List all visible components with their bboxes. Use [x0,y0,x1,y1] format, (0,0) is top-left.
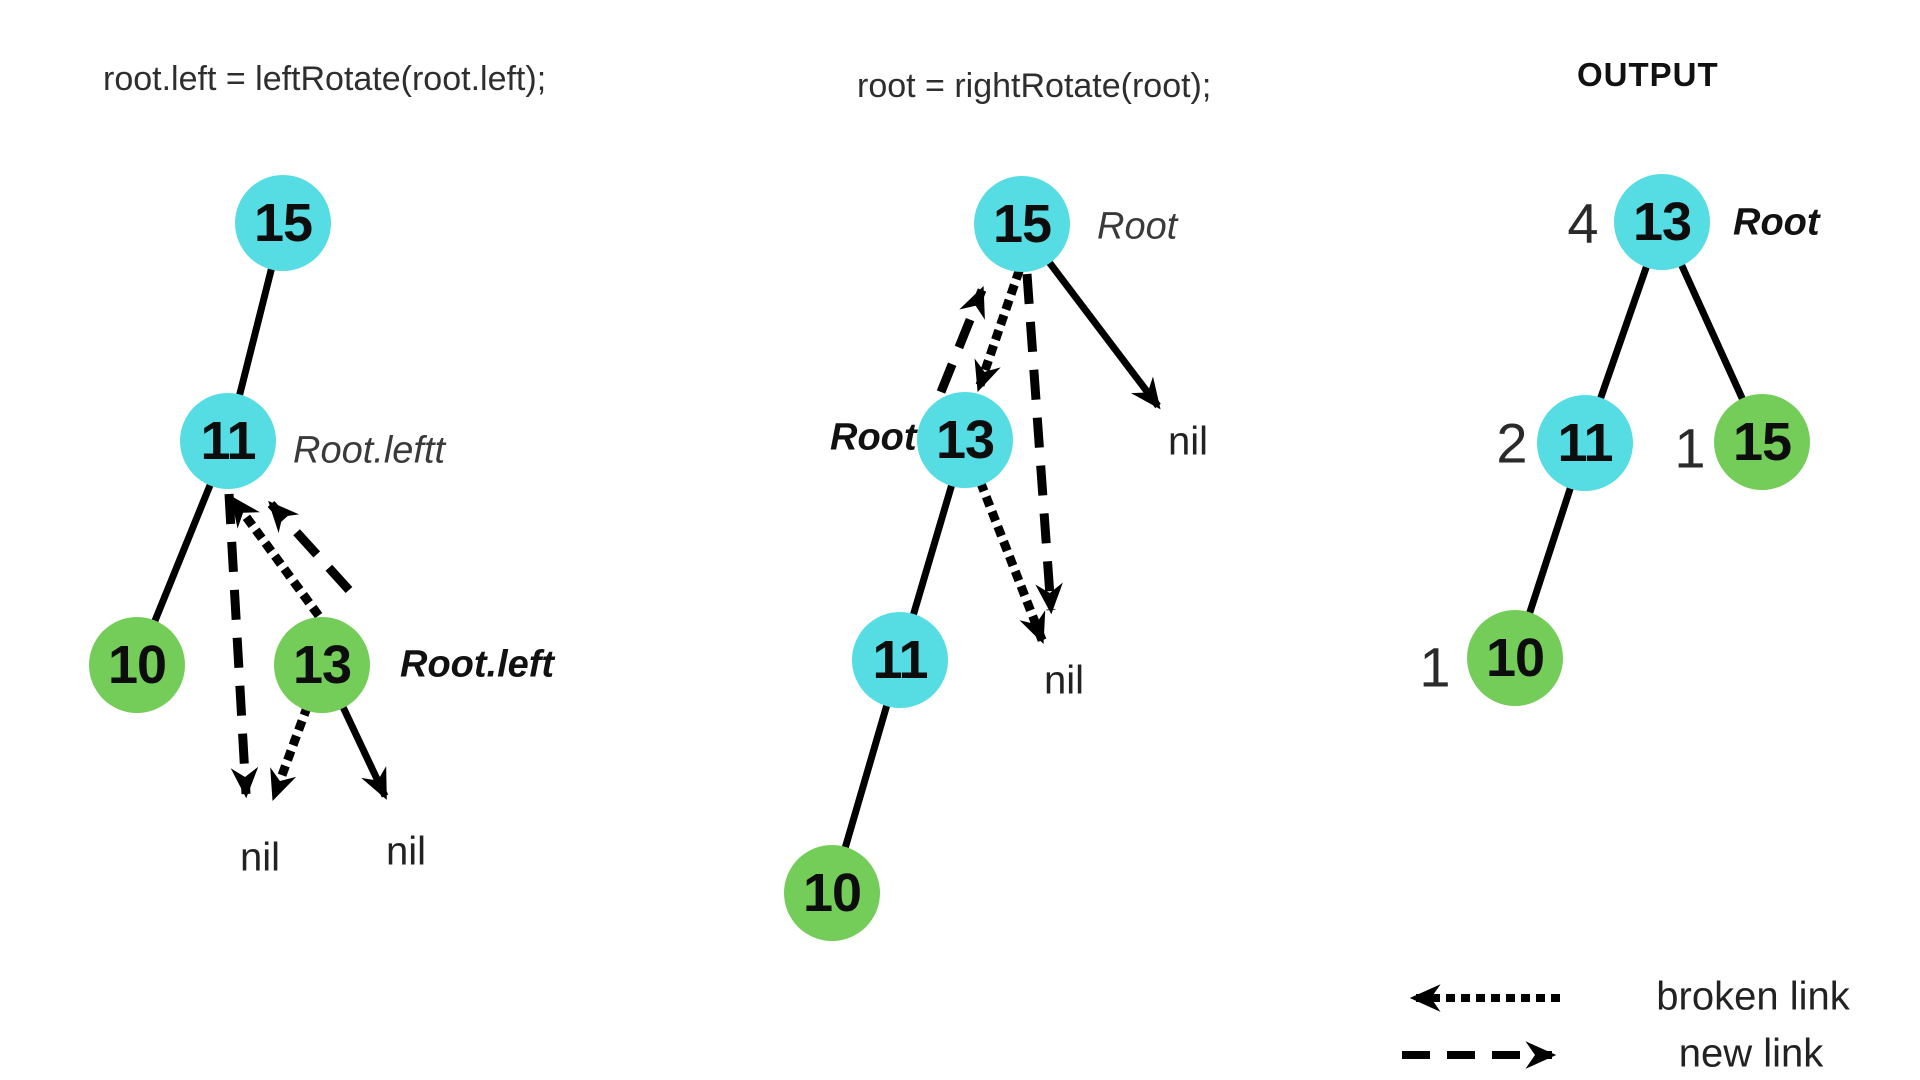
edge-arrow-15-to-nil [1046,259,1161,410]
middle-label-root-15: Root [1097,205,1178,248]
new-link-arrow-13-to-15 [936,286,987,394]
middle-node-11: 11 [852,612,948,708]
left-node-11: 11 [180,393,276,489]
left-node-10: 10 [89,617,185,713]
legend-new-link-label: new link [1678,1031,1824,1076]
output-height-11: 2 [1496,411,1528,475]
left-node-15: 15 [235,175,331,271]
output-title: OUTPUT [1577,56,1719,93]
left-label-root-left: Root.left [400,643,555,686]
middle-label-root-13: Root [830,416,917,459]
left-nil-1: nil [239,835,281,880]
middle-node-10: 10 [784,845,880,941]
output-node-11: 11 [1537,395,1633,491]
output-node-15: 15 [1714,394,1810,490]
middle-node-15: 15 [974,176,1070,272]
new-link-arrow-11-to-nil [224,493,259,799]
middle-nil-2: nil [1043,658,1085,703]
middle-node-13: 13 [917,392,1013,488]
broken-link-arrow-13-to-nil [268,704,312,803]
left-label-root-leftt: Root.leftt [293,429,446,472]
new-link-arrow-15-to-nil [1022,273,1063,615]
output-label-root: Root [1733,201,1820,244]
broken-link-arrow-13-to-11 [226,492,323,619]
left-panel-title: root.left = leftRotate(root.left); [103,60,547,98]
middle-panel-title: root = rightRotate(root); [857,67,1212,105]
output-node-10: 10 [1467,610,1563,706]
legend-broken-link-label: broken link [1656,974,1850,1019]
left-nil-2: nil [385,829,427,874]
output-height-15: 1 [1674,416,1706,480]
output-node-13: 13 [1614,174,1710,270]
output-height-10: 1 [1419,635,1451,699]
output-height-13: 4 [1567,191,1599,255]
middle-nil-1: nil [1167,419,1209,464]
new-link-arrow-13-to-11 [267,500,353,594]
broken-link-arrow-15-to-13 [973,268,1024,394]
edge-arrow-13-to-nil [339,705,389,800]
left-node-13: 13 [274,617,370,713]
broken-link-arrow-mid-13-to-nil [976,480,1048,646]
